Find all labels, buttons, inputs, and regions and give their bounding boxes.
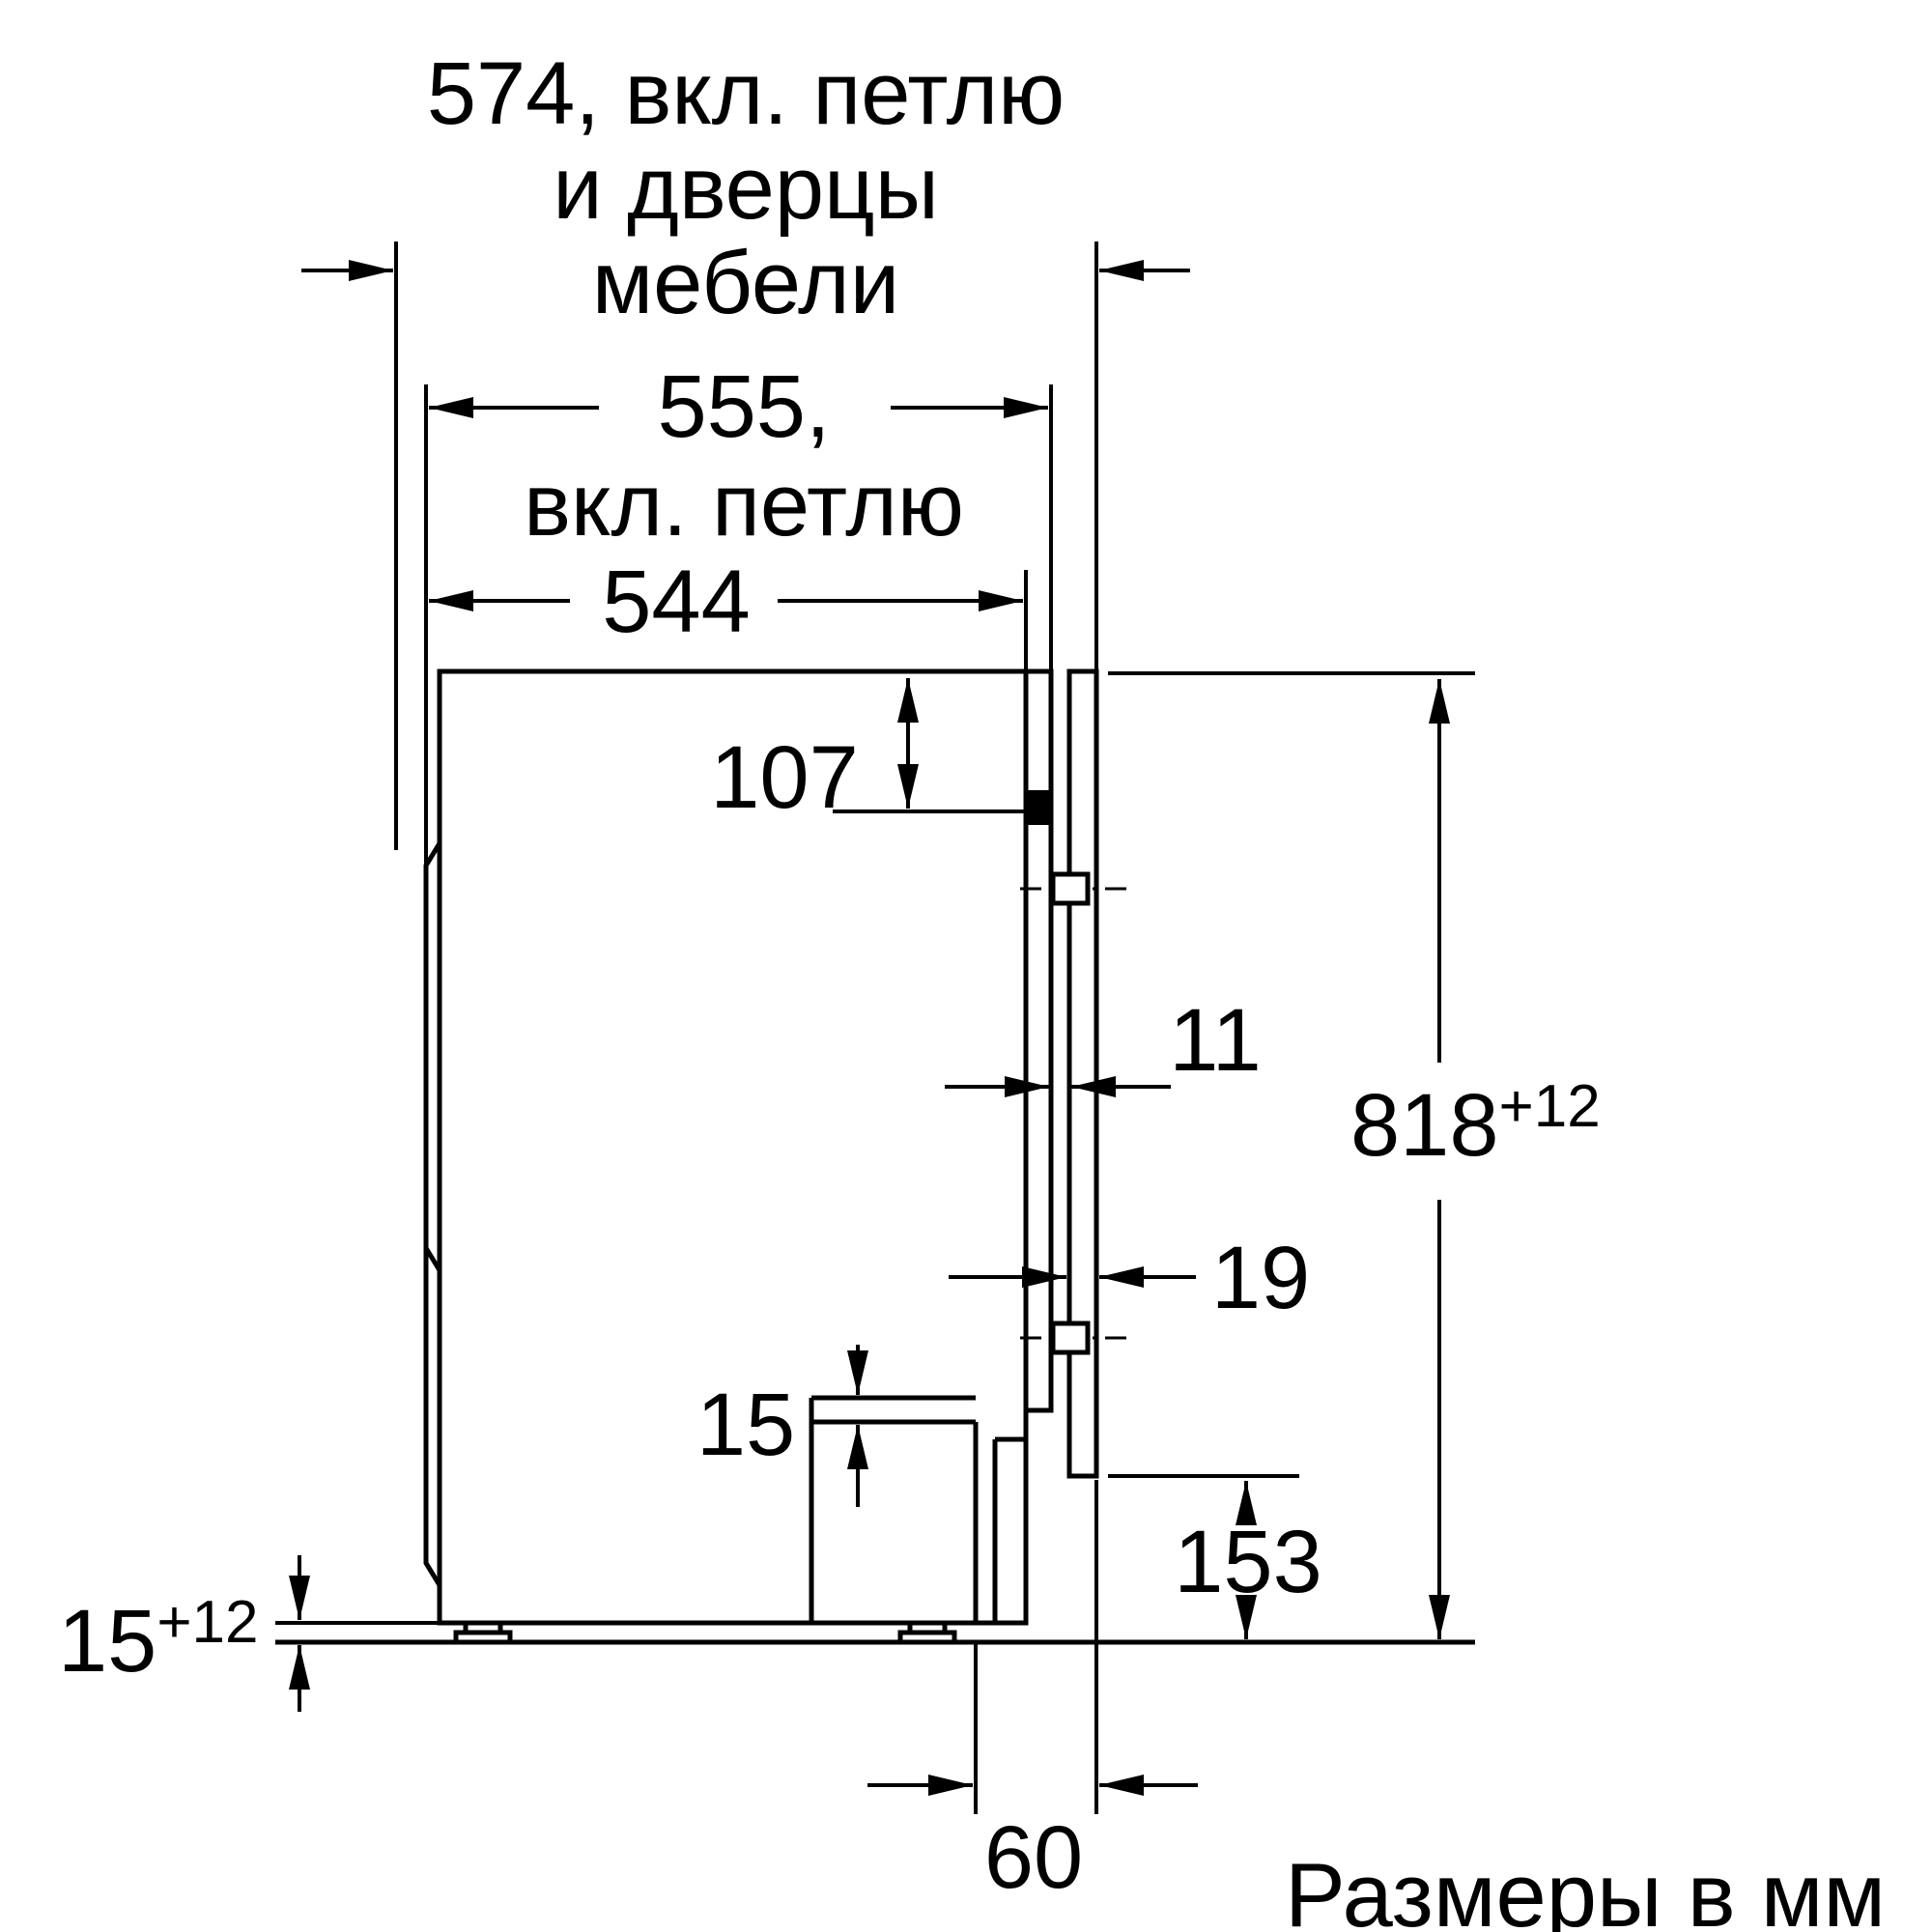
dimension-574: 574, вкл. петлю и дверцы мебели (301, 44, 1190, 332)
dim-574-label-line2: и дверцы (553, 139, 939, 238)
door-hinge-block (1026, 790, 1051, 825)
dimension-544: 544 (429, 553, 1023, 651)
dim-555-label-line1: 555, (657, 357, 830, 456)
rear-flange-notch (423, 1246, 442, 1272)
dimension-19: 19 (949, 1229, 1310, 1327)
dimension-555: 555, вкл. петлю (429, 357, 1048, 554)
dim-15-overlap-label: 15 (696, 1376, 795, 1474)
hinge-lower (1050, 1321, 1091, 1355)
base-step (995, 1410, 1029, 1442)
dim-153-label: 153 (1174, 1513, 1322, 1611)
dim-574-label-line3: мебели (592, 234, 899, 332)
dim-19-label: 19 (1211, 1229, 1310, 1327)
dim-555-label-line2: вкл. петлю (524, 456, 964, 554)
hinge-upper (1050, 871, 1091, 906)
dim-60-label: 60 (984, 1808, 1083, 1907)
dim-15-floor-value: 15 (58, 1592, 156, 1690)
rear-flange-profile (423, 841, 442, 1587)
dim-107-label: 107 (710, 728, 859, 827)
dim-11-label: 11 (1169, 991, 1262, 1090)
extension-lines (275, 242, 1475, 1814)
dimension-60: 60 (867, 1775, 1198, 1907)
dimension-11: 11 (945, 991, 1262, 1097)
units-caption: Размеры в мм (1285, 1844, 1886, 1932)
dimension-818: 818+12 (1350, 679, 1601, 1639)
foot-front (897, 1620, 957, 1645)
dim-818-value: 818 (1350, 1076, 1499, 1175)
dimension-15-overlap: 15 (696, 1345, 868, 1507)
dim-15-floor-label: 15+12 (58, 1589, 259, 1690)
furniture-door-panel (1020, 668, 1135, 1479)
dimension-15-floor: 15+12 (58, 1555, 310, 1712)
dim-544-label: 544 (602, 553, 751, 651)
foot-rear (453, 1620, 513, 1645)
dimension-107: 107 (710, 678, 1051, 827)
appliance-door (1023, 668, 1054, 1413)
appliance-body (437, 668, 1029, 1626)
dim-818-label: 818+12 (1350, 1073, 1601, 1175)
furniture-panel (1066, 668, 1099, 1479)
dim-818-tolerance: +12 (1499, 1073, 1601, 1140)
dim-15-floor-tolerance: +12 (156, 1589, 258, 1656)
dimension-153: 153 (1174, 1481, 1322, 1639)
dim-574-label-line1: 574, вкл. петлю (427, 44, 1065, 143)
